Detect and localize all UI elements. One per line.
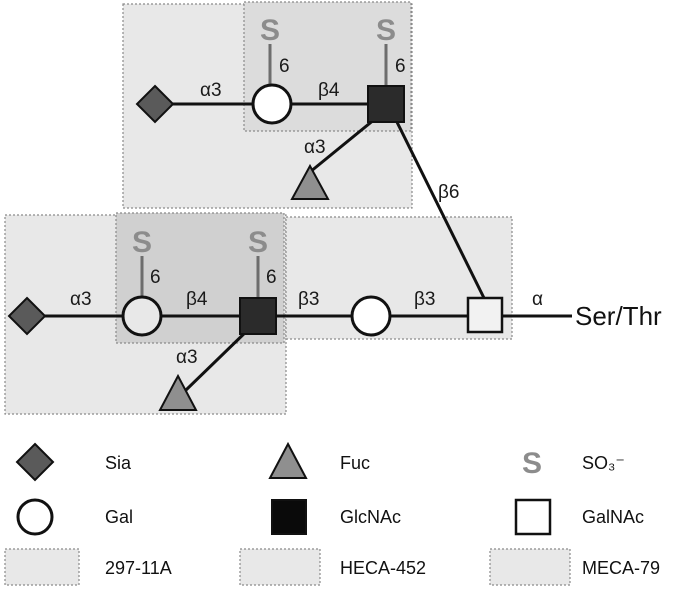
legend-gal-icon <box>16 498 54 536</box>
link-branch-beta6: β6 <box>438 182 460 203</box>
link-core-gal-galnac: β3 <box>414 289 436 310</box>
legend-glcnac-icon <box>271 499 307 535</box>
bond-bottom-fuc <box>184 324 254 392</box>
link-core-glcnac-gal: β3 <box>298 289 320 310</box>
legend-sia-icon <box>15 442 55 482</box>
ser-thr-label: Ser/Thr <box>575 301 662 331</box>
top-sulfo-gal-s: S <box>260 14 280 47</box>
link-top-sia-gal: α3 <box>200 80 222 101</box>
bottom-sulfo-glcnac-s: S <box>248 226 268 259</box>
link-top-fuc: α3 <box>304 137 326 158</box>
top-sulfo-glcnac-s: S <box>376 14 396 47</box>
top-fuc-triangle <box>290 163 330 200</box>
legend-fuc-icon <box>268 441 308 479</box>
top-glcnac-square <box>367 85 405 123</box>
link-bottom-sia-gal: α3 <box>70 289 92 310</box>
legend-heca-452-swatch <box>239 548 321 586</box>
bottom-sia-diamond <box>7 296 47 336</box>
legend-fuc-label: Fuc <box>340 453 370 473</box>
legend-meca-79-swatch <box>489 548 571 586</box>
legend-gal-label: Gal <box>105 507 133 527</box>
legend-glcnac-label: GlcNAc <box>340 507 401 527</box>
link-galnac-alpha: α <box>532 289 543 310</box>
link-bottom-fuc: α3 <box>176 347 198 368</box>
legend-sia-label: Sia <box>105 453 132 473</box>
legend-galnac-icon <box>514 498 552 536</box>
bond-branch-beta6 <box>390 111 486 299</box>
legend-heca-452-label: HECA-452 <box>340 558 426 578</box>
bottom-glcnac-square <box>239 297 277 335</box>
legend-meca-79-label: MECA-79 <box>582 558 660 578</box>
link-top-sulfo-glcnac: 6 <box>395 56 406 77</box>
top-sia-diamond <box>135 84 175 124</box>
bottom-gal-circle <box>121 295 163 337</box>
link-top-gal-glcnac: β4 <box>318 80 340 101</box>
legend-297-11a-label: 297-11A <box>105 558 172 578</box>
core-gal-circle <box>350 295 392 337</box>
legend-galnac-label: GalNAc <box>582 507 644 527</box>
legend-so3-icon: S <box>522 447 542 480</box>
legend-so3-label: SO₃⁻ <box>582 453 625 473</box>
top-gal-circle <box>251 83 293 125</box>
legend-297-11a-swatch <box>4 548 80 586</box>
link-bottom-gal-glcnac: β4 <box>186 289 208 310</box>
link-top-sulfo-gal: 6 <box>279 56 290 77</box>
bottom-sulfo-gal-s: S <box>132 226 152 259</box>
link-bottom-sulfo-gal: 6 <box>150 267 161 288</box>
galnac-square <box>466 296 504 334</box>
link-bottom-sulfo-glcnac: 6 <box>266 267 277 288</box>
bottom-fuc-triangle <box>158 373 198 411</box>
